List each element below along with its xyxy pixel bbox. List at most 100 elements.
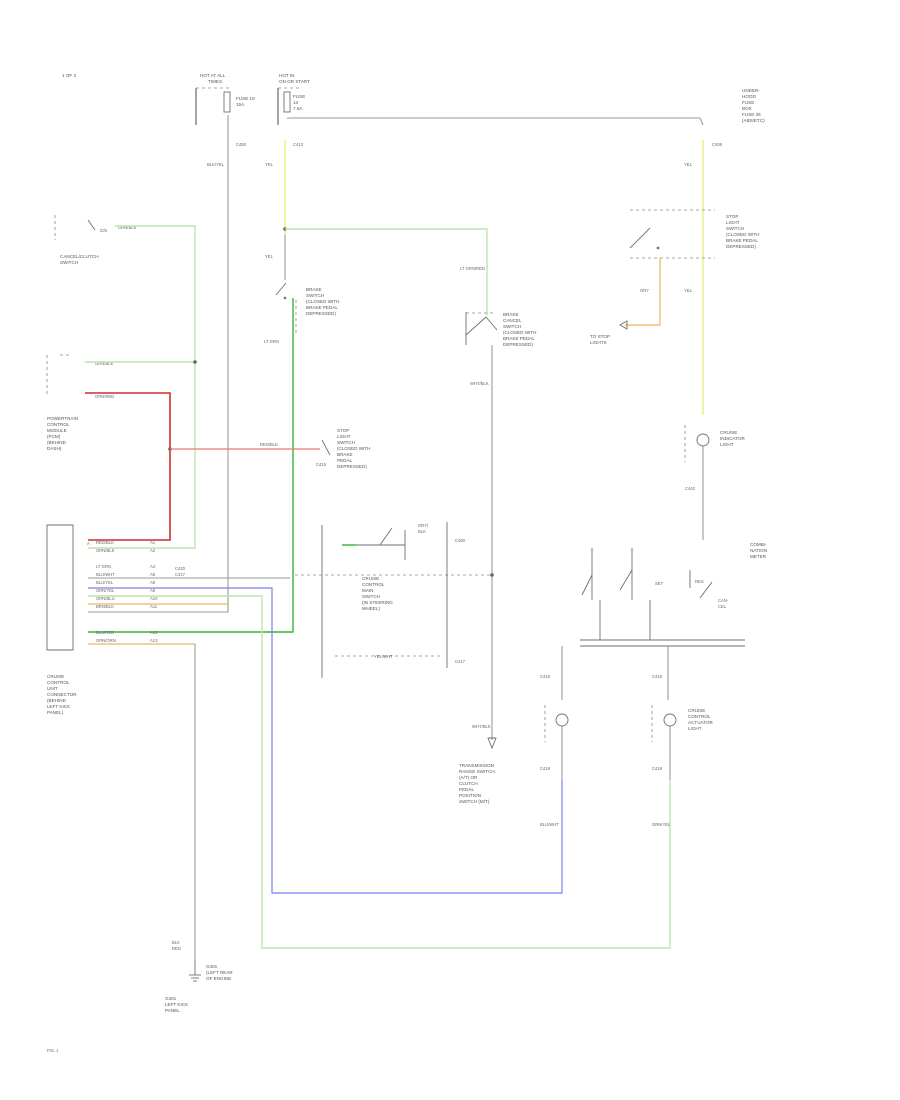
svg-text:BLU/RED: BLU/RED (96, 630, 114, 635)
svg-text:STOP: STOP (337, 428, 349, 433)
svg-text:CONTROL: CONTROL (362, 582, 385, 587)
stop-light-switch-block: STOP LIGHT SWITCH (CLOSED WITH BRAKE PED… (321, 428, 370, 469)
svg-text:A2: A2 (150, 548, 156, 553)
svg-text:CRUISE: CRUISE (720, 430, 737, 435)
svg-text:HOT AT ALL: HOT AT ALL (200, 73, 226, 78)
svg-text:YEL/WHT: YEL/WHT (374, 654, 393, 659)
svg-text:YEL: YEL (684, 288, 693, 293)
svg-text:YEL: YEL (265, 254, 274, 259)
diagram-title: 1 OF 2 (62, 73, 76, 78)
svg-text:(CLOSED WITH: (CLOSED WITH (726, 232, 759, 237)
svg-text:(ABS/ETC): (ABS/ETC) (742, 118, 765, 123)
svg-text:PANEL): PANEL) (47, 710, 64, 715)
svg-text:YEL: YEL (684, 162, 693, 167)
svg-text:BLU/YEL: BLU/YEL (96, 580, 114, 585)
svg-text:CONTROL: CONTROL (688, 714, 711, 719)
svg-text:15A: 15A (236, 102, 245, 107)
svg-text:(A/T) OR: (A/T) OR (459, 775, 478, 780)
svg-text:POWERTRAIN: POWERTRAIN (47, 416, 78, 421)
svg-text:LT GRN: LT GRN (264, 339, 279, 344)
wire-red-block (85, 392, 171, 541)
svg-text:SWITCH (M/T): SWITCH (M/T) (459, 799, 490, 804)
svg-text:HOT IN: HOT IN (279, 73, 294, 78)
svg-text:TRANSMISSION: TRANSMISSION (459, 763, 494, 768)
svg-text:BLU/WHT: BLU/WHT (96, 572, 115, 577)
svg-text:CRUISE: CRUISE (362, 576, 379, 581)
svg-text:FUSE 19: FUSE 19 (236, 96, 255, 101)
svg-text:BRAKE: BRAKE (337, 452, 353, 457)
svg-text:WHT/BLK: WHT/BLK (470, 381, 489, 386)
svg-text:HOOD: HOOD (742, 94, 756, 99)
svg-text:C418: C418 (652, 674, 663, 679)
svg-text:BRAKE PEDAL: BRAKE PEDAL (726, 238, 758, 243)
svg-text:BLK/YEL: BLK/YEL (207, 162, 225, 167)
wire-green-brake-to-unit (88, 298, 294, 633)
svg-text:DASH): DASH) (47, 446, 62, 451)
svg-text:A: A (87, 541, 90, 546)
svg-text:GRN/BLK: GRN/BLK (96, 548, 115, 553)
svg-text:LEFT KICK: LEFT KICK (165, 1002, 189, 1007)
actuator-switches: SET RES CAN- CEL (580, 548, 745, 647)
svg-text:POSITION: POSITION (459, 793, 481, 798)
svg-text:COMBI-: COMBI- (750, 542, 767, 547)
svg-text:A12: A12 (150, 630, 158, 635)
svg-text:G401: G401 (165, 996, 177, 1001)
svg-text:(CLOSED WITH: (CLOSED WITH (503, 330, 536, 335)
svg-text:PEDAL: PEDAL (459, 787, 475, 792)
svg-text:UNIT: UNIT (47, 686, 58, 691)
cruise-indicator-light: CRUISE INDICATOR LIGHT C442 (684, 425, 746, 491)
svg-text:GRY: GRY (640, 288, 649, 293)
gauge-assembly-label: COMBI- NATION METER (750, 542, 767, 559)
svg-text:C460: C460 (455, 538, 466, 543)
svg-text:LIGHT: LIGHT (720, 442, 734, 447)
svg-text:GRN/RED: GRN/RED (95, 394, 114, 399)
svg-text:C418: C418 (652, 766, 663, 771)
wire-blue-to-set-switch (88, 587, 563, 894)
svg-text:(BEHIND: (BEHIND (47, 698, 67, 703)
svg-text:(IN STEERING: (IN STEERING (362, 600, 393, 605)
svg-text:YEL: YEL (265, 162, 274, 167)
brake-switch: BRAKE SWITCH (CLOSED WITH BRAKE PEDAL DE… (275, 282, 339, 335)
svg-text:GRN/YEL: GRN/YEL (96, 588, 115, 593)
svg-text:(PCM): (PCM) (47, 434, 61, 439)
svg-text:C418: C418 (540, 674, 551, 679)
svg-text:GRN/BLU: GRN/BLU (96, 596, 115, 601)
svg-text:SWITCH: SWITCH (726, 226, 744, 231)
svg-text:RES: RES (695, 579, 704, 584)
svg-text:DEPRESSED): DEPRESSED) (306, 311, 336, 316)
svg-text:A8: A8 (150, 580, 156, 585)
svg-text:WHEEL): WHEEL) (362, 606, 380, 611)
svg-text:CN: CN (100, 228, 107, 233)
svg-text:WHT/BLK: WHT/BLK (472, 724, 491, 729)
to-stop-lights: TO STOP LIGHTS (590, 320, 628, 345)
svg-text:DEPRESSED): DEPRESSED) (726, 244, 756, 249)
svg-text:CANCEL: CANCEL (503, 318, 522, 323)
fuse-right: UNDER- HOOD FUSE BOX FUSE 36 (ABS/ETC) (742, 88, 765, 123)
svg-text:C450: C450 (236, 142, 247, 147)
set-switch: C418 BLU/WHT (540, 705, 569, 827)
transmission-switch-label: TRANSMISSION RANGE SWITCH (A/T) OR CLUTC… (459, 763, 495, 804)
svg-text:RED/BLK: RED/BLK (260, 442, 278, 447)
svg-text:PEDAL: PEDAL (337, 458, 353, 463)
svg-text:LIGHT: LIGHT (726, 220, 740, 225)
svg-text:G401: G401 (206, 964, 218, 969)
svg-text:NATION: NATION (750, 548, 767, 553)
svg-text:CRUISE: CRUISE (47, 674, 64, 679)
wire-fuse19-down (88, 115, 229, 613)
svg-text:ON OR START: ON OR START (279, 79, 310, 84)
cruise-unit-connector: A (46, 524, 90, 651)
svg-text:C415: C415 (316, 462, 327, 467)
svg-text:SWITCH: SWITCH (503, 324, 521, 329)
svg-text:C413: C413 (293, 142, 304, 147)
svg-text:C442: C442 (685, 486, 696, 491)
svg-text:PANEL: PANEL (165, 1008, 180, 1013)
svg-text:GRN/BLK: GRN/BLK (118, 225, 137, 230)
svg-text:(BEHIND: (BEHIND (47, 440, 67, 445)
wire-green-cancel (88, 225, 196, 549)
fuse-left: FUSE 19 15A (223, 91, 255, 113)
svg-text:C418: C418 (540, 766, 551, 771)
svg-text:BLK: BLK (418, 529, 426, 534)
svg-text:METER: METER (750, 554, 767, 559)
svg-text:SWITCH: SWITCH (60, 260, 78, 265)
svg-text:C417: C417 (175, 572, 186, 577)
